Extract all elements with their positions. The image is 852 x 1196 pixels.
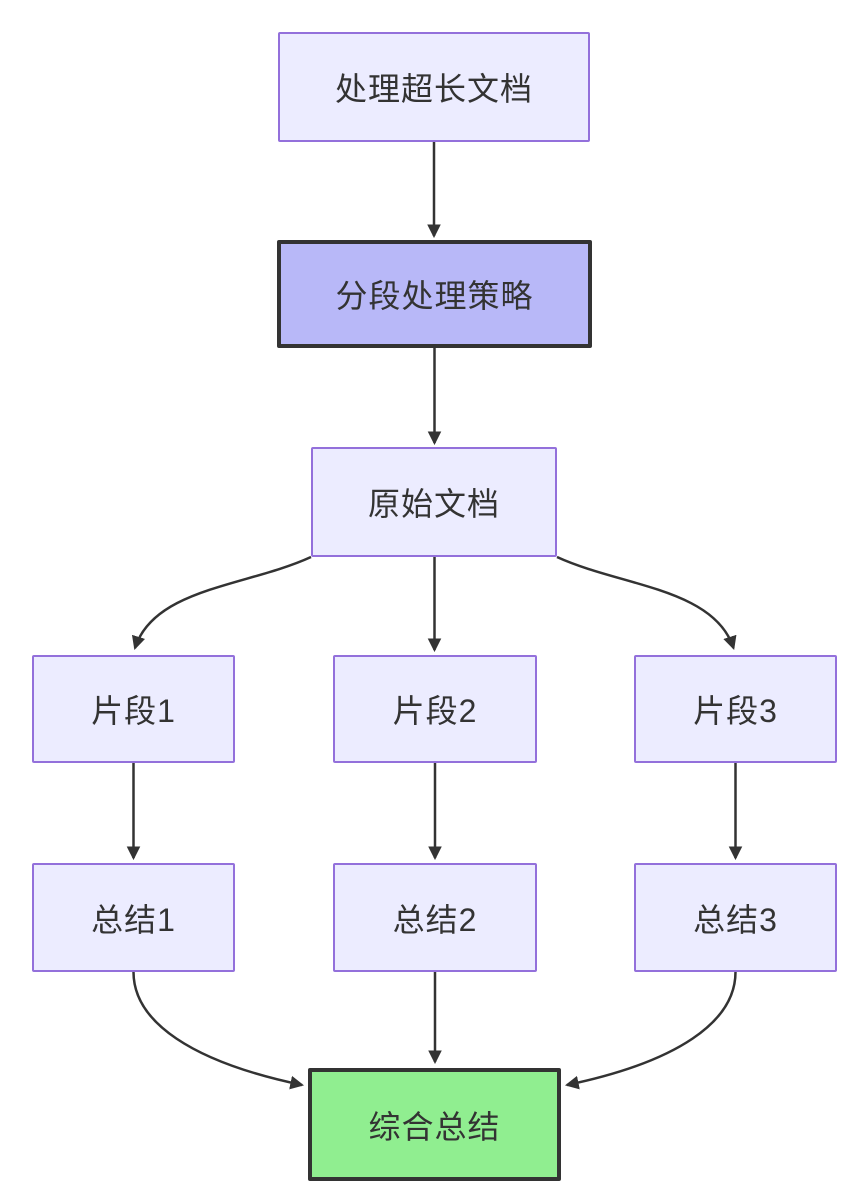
- edge-original-to-fragment3: [556, 555, 737, 650]
- node-label: 原始文档: [367, 486, 500, 522]
- edge-summary1-to-final: [132, 971, 305, 1090]
- node-fragment-2: 片段2: [333, 655, 537, 763]
- node-label: 总结3: [693, 901, 778, 938]
- edge-original-to-fragment1: [131, 555, 312, 650]
- node-segmentation-strategy: 分段处理策略: [277, 240, 592, 348]
- node-process-long-document: 处理超长文档: [278, 32, 590, 142]
- node-label: 片段3: [693, 693, 778, 729]
- node-summary-3: 总结3: [634, 863, 837, 972]
- node-fragment-1: 片段1: [32, 655, 235, 763]
- node-label: 总结2: [392, 901, 478, 938]
- node-combined-summary: 综合总结: [308, 1068, 561, 1181]
- node-summary-2: 总结2: [333, 863, 537, 972]
- edge-summary3-to-final: [564, 971, 737, 1090]
- node-fragment-3: 片段3: [634, 655, 837, 763]
- node-original-document: 原始文档: [311, 447, 557, 557]
- node-label: 综合总结: [368, 1108, 501, 1145]
- node-summary-1: 总结1: [32, 863, 235, 972]
- node-label: 片段1: [91, 693, 176, 729]
- node-label: 处理超长文档: [334, 71, 533, 107]
- node-label: 分段处理策略: [335, 278, 534, 314]
- node-label: 片段2: [392, 693, 478, 729]
- node-label: 总结1: [91, 901, 176, 938]
